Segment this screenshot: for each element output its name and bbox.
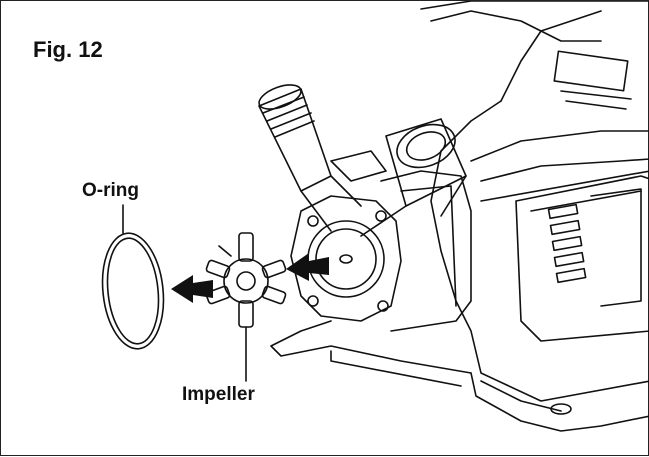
figure-title: Fig. 12 [33,37,103,62]
oring-label: O-ring [82,180,139,201]
impeller [205,232,287,328]
arrow-right [286,253,329,281]
impeller-label: Impeller [182,384,255,405]
hose-connector-left [258,84,362,232]
o-ring [101,232,165,350]
hose-connector-right [330,118,467,237]
arrow-left [171,275,213,303]
vent-slots [547,203,587,284]
pump-housing [270,1,649,432]
